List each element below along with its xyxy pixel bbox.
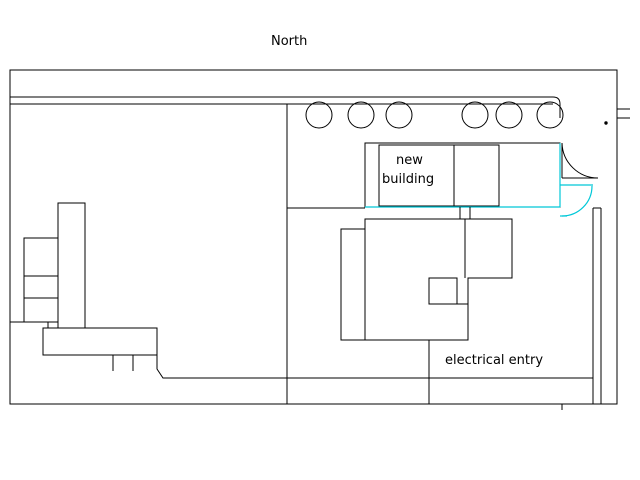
interior-lines <box>286 104 602 410</box>
electrical-entry-label: electrical entry <box>445 353 543 368</box>
site-boundary <box>9 69 618 405</box>
top-double-line <box>10 96 630 125</box>
tree-circle <box>385 101 413 129</box>
existing-building <box>340 207 513 341</box>
left-building <box>10 202 287 379</box>
new-building-label-line2: building <box>382 172 434 187</box>
tree-circle <box>305 101 333 129</box>
new-building: new building <box>364 142 593 217</box>
door-arcs <box>561 142 599 179</box>
north-label: North <box>271 34 307 49</box>
tree-circle <box>347 101 375 129</box>
tree-circle <box>495 101 523 129</box>
tree-circles <box>305 101 564 129</box>
new-building-label-line1: new <box>396 153 423 168</box>
tree-circle <box>461 101 489 129</box>
tree-circle <box>536 101 564 129</box>
